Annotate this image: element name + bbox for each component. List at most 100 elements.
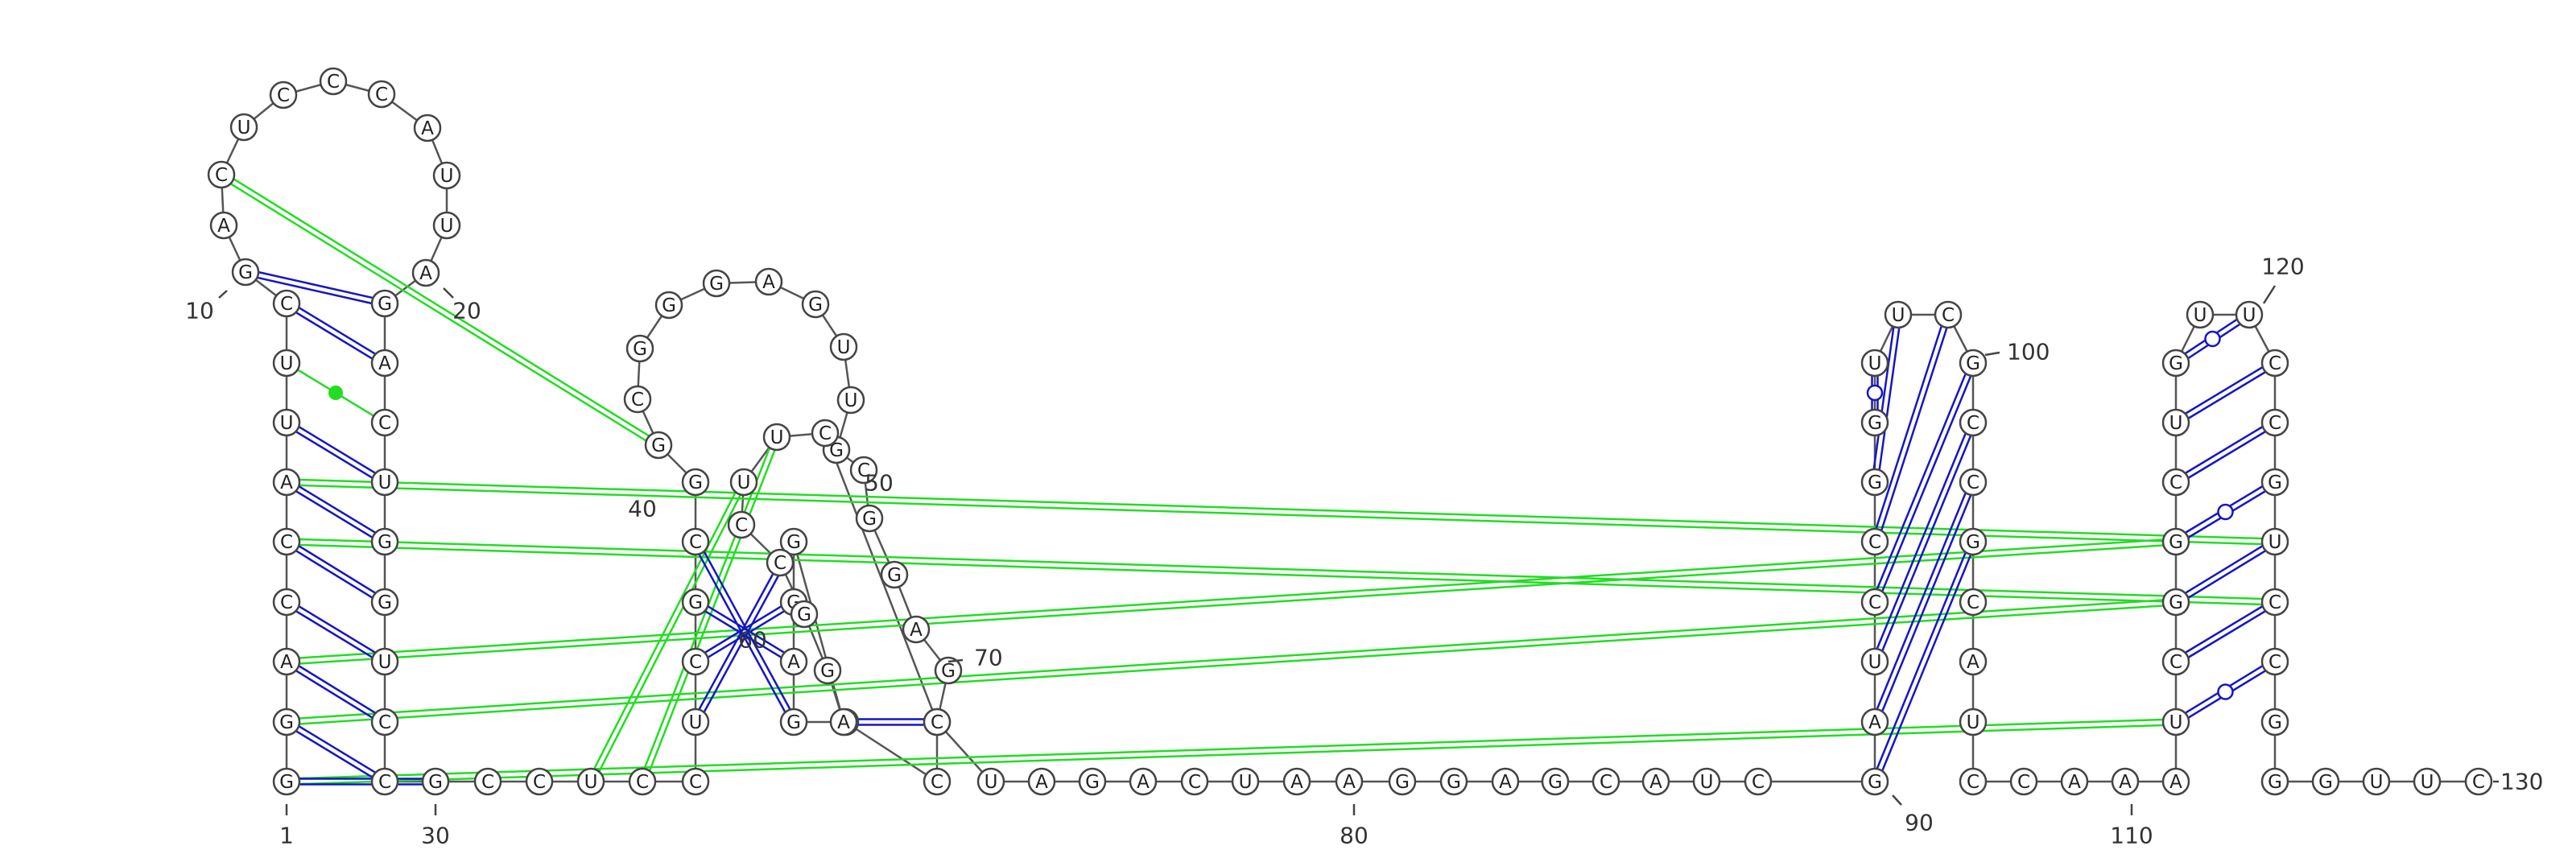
nucleotide-circle (272, 708, 301, 736)
nucleotide-85: A (1641, 767, 1670, 796)
nucleotide-92: C (1860, 527, 1889, 556)
nucleotide-circle (754, 267, 783, 296)
nucleotide-letter: C (533, 772, 546, 793)
nucleotide-16: C (367, 80, 396, 109)
nucleotide-circle (681, 588, 710, 617)
nucleotide-letter: G (633, 339, 647, 360)
nucleotide-letter: G (2268, 712, 2282, 733)
nucleotide-letter: C (857, 460, 870, 481)
nucleotide-circle (779, 527, 808, 556)
pseudoknot-pair-line (287, 543, 2177, 666)
nucleotide-letter: C (215, 165, 228, 186)
position-tick (1984, 351, 2000, 357)
nucleotide-64: G (813, 656, 842, 685)
nucleotide-circle (272, 527, 301, 556)
pseudoknot-pair-line (286, 543, 2275, 606)
nucleotide-letter: G (829, 440, 844, 461)
canonical-pair-line (295, 431, 374, 479)
nucleotide-letter: A (1649, 772, 1662, 793)
nucleotide-letter: C (689, 772, 702, 793)
nucleotide-circle (880, 560, 909, 589)
nucleotide-84: C (1591, 767, 1620, 796)
canonical-pair-line (2185, 426, 2264, 474)
nucleotide-letter: G (1868, 472, 1882, 493)
position-tick (218, 290, 228, 299)
nucleotide-91: C (1860, 588, 1889, 617)
nucleotide-44: G (654, 291, 683, 320)
nucleotide-circle (2161, 468, 2190, 497)
nucleotide-circle (1692, 767, 1721, 796)
pseudoknot-pair-line (287, 604, 2177, 726)
nucleotide-circle (1180, 767, 1209, 796)
nucleotide-37: C (681, 647, 710, 676)
canonical-pair-line (298, 485, 376, 534)
nucleotide-letter: U (737, 472, 751, 493)
nucleotide-36: U (681, 708, 710, 736)
nucleotide-48: U (829, 332, 858, 361)
canonical-pair-line (2185, 605, 2264, 654)
nucleotide-63: A (829, 708, 858, 736)
nucleotide-letter: G (1447, 772, 1461, 793)
pseudoknot-pair-line (287, 724, 2177, 786)
nucleotide-letter: U (837, 337, 851, 358)
nucleotide-62: G (779, 527, 808, 556)
nucleotide-circle (2260, 349, 2289, 377)
nucleotide-letter: G (1868, 413, 1882, 434)
canonical-pair-line (295, 730, 374, 778)
canonical-pair-line (704, 605, 782, 654)
nucleotide-letter: G (1966, 532, 1980, 553)
nucleotide-circle (2161, 527, 2190, 556)
nucleotide-12: C (207, 160, 236, 189)
nucleotide-circle (681, 708, 710, 736)
nucleotide-circle (2464, 767, 2493, 796)
nucleotide-96: U (1884, 300, 1913, 329)
nucleotide-24: U (370, 468, 399, 497)
canonical-pair-line (1876, 432, 1967, 650)
nucleotide-letter: C (2169, 652, 2182, 673)
nucleotide-40: G (681, 468, 710, 497)
nucleotide-circle (1959, 527, 1988, 556)
nucleotide-106: C (2009, 767, 2038, 796)
nucleotide-74: G (1078, 767, 1107, 796)
nucleotide-circle (1641, 767, 1670, 796)
nucleotide-letter: C (774, 553, 786, 574)
nucleotide-115: U (2161, 408, 2190, 437)
nucleotide-circle (2161, 647, 2190, 676)
canonical-pair-line (298, 545, 376, 594)
nucleotide-letter: A (280, 652, 293, 673)
nucleotide-100: C (1959, 468, 1988, 497)
nucleotide-letter: G (820, 661, 835, 682)
canonical-pair-line (1881, 554, 1972, 771)
canonical-pair-line (295, 670, 374, 719)
pseudoknot-pair-line (287, 478, 2276, 540)
nucleotide-14: C (269, 80, 298, 109)
nucleotide-15: C (319, 67, 348, 96)
nucleotide-55: G (934, 656, 963, 685)
nucleotide-letter: G (2169, 592, 2183, 613)
canonical-pair-line (295, 550, 374, 599)
nucleotide-letter: A (787, 652, 800, 673)
nucleotide-46: A (754, 267, 783, 296)
nucleotide-22: A (370, 349, 399, 377)
nucleotide-letter: G (941, 661, 956, 682)
nucleotide-circle (1078, 767, 1107, 796)
canonical-pair-line (2187, 431, 2266, 479)
nucleotide-letter: C (378, 772, 391, 793)
position-tick (947, 658, 964, 663)
nucleotide-79: A (1335, 767, 1364, 796)
nucleotide-circle (2111, 767, 2140, 796)
canonical-pair-line (298, 725, 376, 774)
nucleotide-letter: U (844, 390, 858, 411)
nucleotide-circle (779, 708, 808, 736)
nucleotide-circle (702, 269, 731, 298)
nucleotide-circle (2260, 708, 2289, 736)
nucleotide-letter: A (2169, 772, 2182, 793)
nucleotide-circle (729, 468, 758, 497)
canonical-pair-line (1876, 493, 1967, 710)
nucleotide-39: C (681, 527, 710, 556)
nucleotide-circle (2161, 588, 2190, 617)
nucleotide-letter: G (1966, 353, 1980, 374)
nucleotide-circle (272, 289, 301, 318)
pseudoknot-pair-line (286, 718, 2176, 780)
